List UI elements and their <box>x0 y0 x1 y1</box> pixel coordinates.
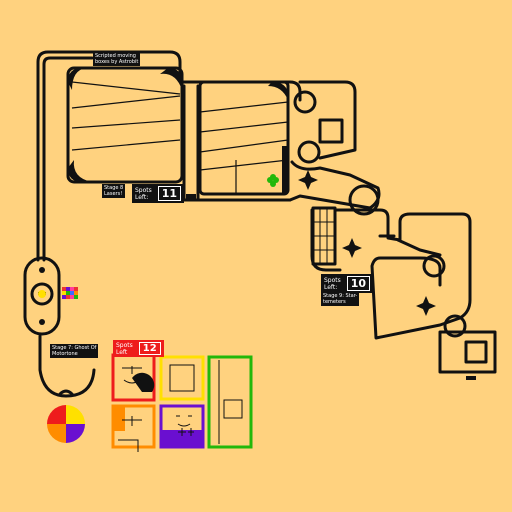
left-lane-inner <box>42 56 94 262</box>
bulb-node-4 <box>422 254 446 278</box>
spots-label: Spots Left <box>116 341 133 356</box>
spots-counter-stage9: Spots Left: 10 <box>321 274 374 293</box>
label-stage9: Stage 9: Star- temeters <box>321 292 360 306</box>
spots-label: Spots Left: <box>324 276 341 291</box>
bulb-node <box>293 90 317 114</box>
green-room <box>207 355 253 449</box>
stage9-inner <box>378 234 442 257</box>
bulb-node-2 <box>297 140 321 164</box>
upper-right-corridor <box>298 80 357 160</box>
upper-right-bend <box>288 160 381 210</box>
pixel-sprite <box>62 287 78 299</box>
spots-counter-stage7: Spots Left 12 <box>113 340 164 357</box>
capsule-dial <box>30 282 54 306</box>
capsule <box>23 256 61 336</box>
bulb-node-5 <box>443 314 467 338</box>
bulb-node-3 <box>348 184 380 216</box>
bottom-right-room <box>438 330 497 374</box>
stage7-bowl <box>38 334 96 398</box>
color-wheel-icon <box>47 405 85 443</box>
spots-value: 10 <box>346 276 371 291</box>
spots-value: 11 <box>157 186 182 201</box>
stage8-room <box>66 66 184 184</box>
stage7-bowl-inner <box>58 389 74 396</box>
clover-icon <box>267 174 279 187</box>
label-scripted-boxes: Scripted moving boxes by Astrobit <box>93 52 141 66</box>
label-stage8: Stage 8 Lasers! <box>102 184 126 198</box>
four-point-star-icon <box>298 170 436 316</box>
yellow-room <box>159 355 205 401</box>
square-node-2 <box>464 340 488 364</box>
label-stage7: Stage 7: Ghost Of Motortone <box>50 344 99 358</box>
spots-label: Spots Left: <box>135 186 152 201</box>
spots-value: 12 <box>138 342 161 355</box>
capsule-dot <box>38 290 46 298</box>
square-node-1 <box>318 118 344 144</box>
left-lane-track <box>36 50 182 262</box>
spots-counter-stage8: Spots Left: 11 <box>132 184 185 203</box>
